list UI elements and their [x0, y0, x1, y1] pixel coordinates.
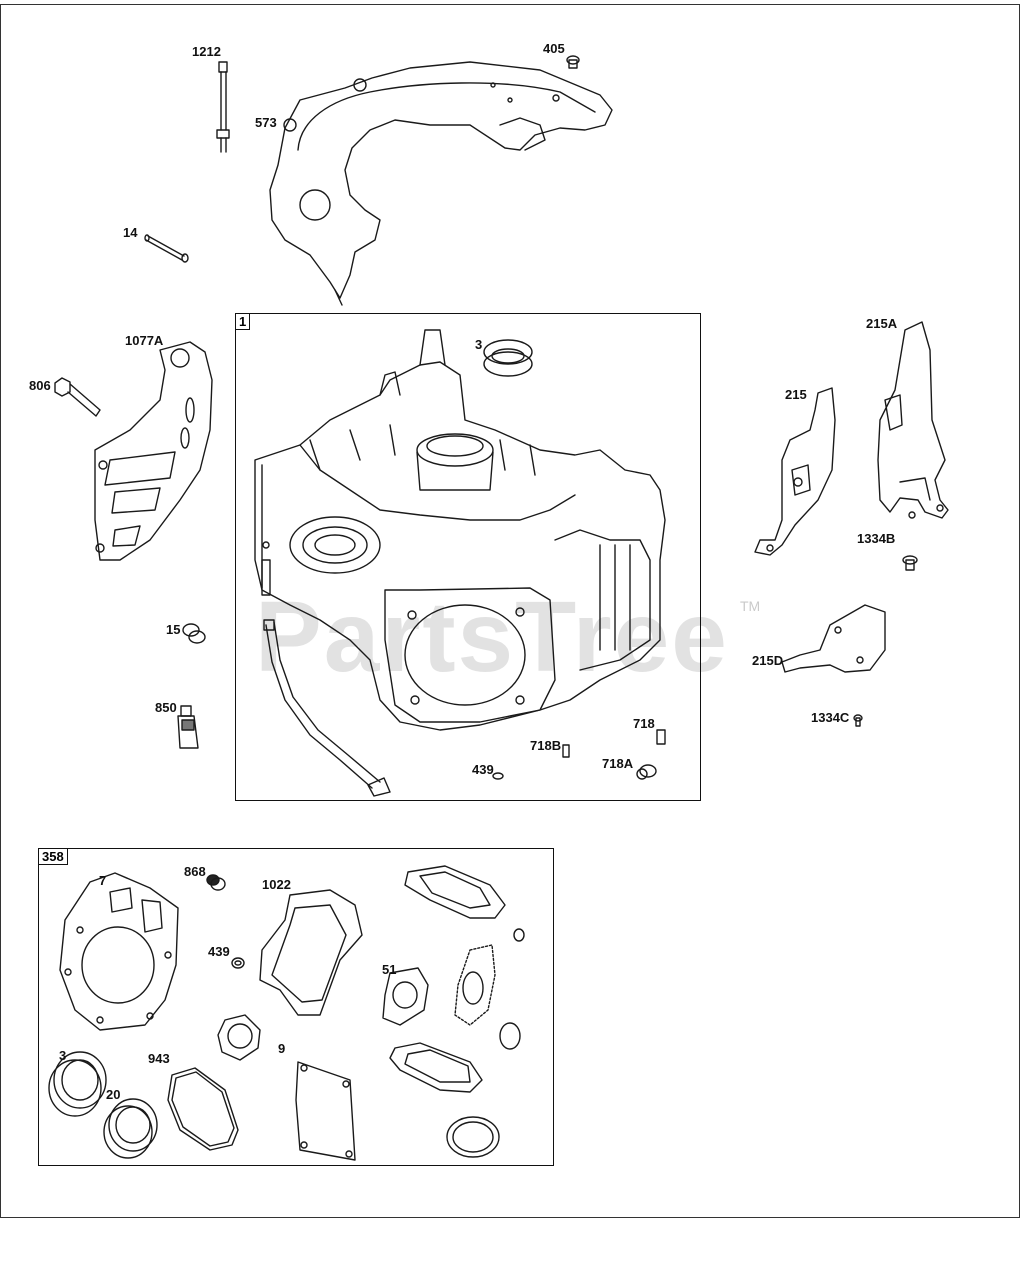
- engine-block-box: [235, 313, 701, 801]
- kit-callout-1022: 1022: [262, 877, 291, 892]
- shroud-215A: [877, 321, 949, 519]
- washer-439-kit: [231, 957, 245, 969]
- callout-718A: 718A: [602, 756, 634, 771]
- kit-callout-943: 943: [148, 1051, 170, 1066]
- plug-15: [182, 623, 206, 644]
- screw-1334C: [853, 714, 863, 727]
- kit-callout-7: 7: [99, 873, 107, 888]
- callout-15: 15: [166, 622, 181, 637]
- callout-215: 215: [785, 387, 807, 402]
- kit-callout-51: 51: [382, 962, 397, 977]
- kit-callout-20: 20: [106, 1087, 121, 1102]
- screw-405: [566, 55, 580, 69]
- seal-20: [103, 1098, 158, 1159]
- callout-718B: 718B: [530, 738, 562, 753]
- bracket-1077A: [94, 341, 213, 561]
- gasket-7: [59, 872, 179, 1031]
- kit-callout-3: 3: [59, 1048, 67, 1063]
- callout-806: 806: [29, 378, 51, 393]
- watermark: PartsTree: [255, 581, 729, 693]
- plug-868: [206, 874, 226, 891]
- gasket-kit-box: [38, 848, 554, 1166]
- callout-1212: 1212: [192, 44, 221, 59]
- gasket-kit-tag: 358: [38, 848, 68, 865]
- gasket-top-right: [404, 865, 525, 942]
- screw-1334B: [902, 555, 918, 571]
- callout-14: 14: [123, 225, 138, 240]
- gasket-943: [167, 1067, 239, 1151]
- baffle-215D: [781, 604, 886, 673]
- bolt-806: [54, 377, 101, 417]
- seal-3-block: [483, 339, 533, 377]
- gasket-dotted: [454, 944, 521, 1050]
- kit-callout-439: 439: [208, 944, 230, 959]
- pin-14: [144, 234, 189, 263]
- callout-718: 718: [633, 716, 655, 731]
- watermark-tm: TM: [740, 598, 761, 614]
- callout-3: 3: [475, 337, 483, 352]
- kit-callout-868: 868: [184, 864, 206, 879]
- blower-housing-573: [269, 61, 613, 306]
- stud-1212: [216, 61, 230, 153]
- engine-block-tag: 1: [235, 313, 251, 330]
- kit-callout-9: 9: [278, 1041, 286, 1056]
- seal-3-kit: [48, 1051, 107, 1117]
- callout-215A: 215A: [866, 316, 898, 331]
- sealant-850: [177, 705, 199, 749]
- callout-1334B: 1334B: [857, 531, 896, 546]
- callout-1077A: 1077A: [125, 333, 164, 348]
- callout-1334C: 1334C: [811, 710, 850, 725]
- gasket-small-round: [217, 1014, 261, 1061]
- callout-573: 573: [255, 115, 277, 130]
- gasket-9: [295, 1061, 356, 1161]
- small-parts-block: [492, 729, 666, 780]
- callout-405: 405: [543, 41, 565, 56]
- callout-439: 439: [472, 762, 494, 777]
- gasket-bottom-right: [389, 1042, 500, 1158]
- shroud-215: [754, 387, 836, 556]
- dipstick-tube: [263, 619, 391, 797]
- callout-850: 850: [155, 700, 177, 715]
- diagram-frame: [0, 4, 1020, 1218]
- callout-215D: 215D: [752, 653, 784, 668]
- gasket-51: [382, 967, 429, 1026]
- gasket-1022: [259, 889, 363, 1016]
- engine-block-1: [254, 329, 666, 731]
